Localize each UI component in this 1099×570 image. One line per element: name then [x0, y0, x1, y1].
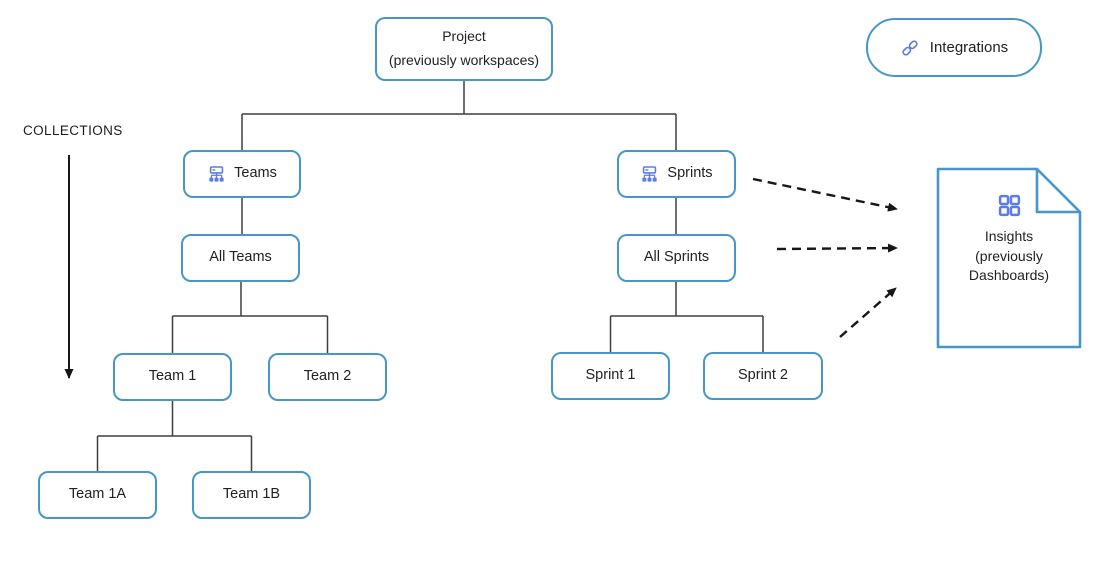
node-label: Sprints — [667, 165, 713, 182]
node-label: All Sprints — [643, 249, 710, 266]
insights-document-shape — [936, 167, 1082, 349]
node-label: Sprint 2 — [738, 367, 788, 384]
node-team1a: Team 1A — [38, 471, 157, 519]
node-label: Team 1A — [68, 486, 127, 503]
node-team1: Team 1 — [113, 353, 232, 401]
node-label: Project — [442, 28, 486, 45]
node-sprints: Sprints — [617, 150, 736, 198]
node-label: Teams — [234, 165, 277, 182]
insights-label: Insights — [984, 228, 1034, 244]
node-sublabel: (previously workspaces) — [388, 52, 540, 68]
node-team1b: Team 1B — [192, 471, 311, 519]
node-all-sprints: All Sprints — [617, 234, 736, 282]
dashed-arrow-sprints-to-insights — [752, 177, 898, 212]
node-label: Insights (previously Dashboards) — [950, 227, 1068, 286]
insights-sublabel: (previously Dashboards) — [968, 247, 1050, 284]
node-label: Team 2 — [303, 368, 352, 385]
node-label: Integrations — [929, 38, 1009, 56]
collections-label: COLLECTIONS — [23, 123, 123, 138]
node-integrations: Integrations — [866, 18, 1042, 77]
dashed-arrow-all-sprints-to-insights — [776, 243, 898, 253]
tree-connectors — [96, 81, 764, 471]
node-label: All Teams — [209, 249, 272, 266]
org-chart-icon — [207, 165, 226, 184]
node-label: Sprint 1 — [585, 367, 636, 384]
node-label: Team 1B — [222, 486, 281, 503]
node-all-teams: All Teams — [181, 234, 300, 282]
node-insights: Insights (previously Dashboards) — [938, 193, 1080, 286]
dashed-arrow-sprint2-to-insights — [839, 287, 897, 338]
node-label: Team 1 — [148, 368, 197, 385]
node-sprint2: Sprint 2 — [703, 352, 823, 400]
node-sprint1: Sprint 1 — [551, 352, 670, 400]
org-chart-icon — [640, 165, 659, 184]
link-icon — [900, 38, 920, 58]
node-teams: Teams — [183, 150, 301, 198]
node-team2: Team 2 — [268, 353, 387, 401]
node-project: Project (previously workspaces) — [375, 17, 553, 81]
grid-icon — [997, 193, 1022, 218]
